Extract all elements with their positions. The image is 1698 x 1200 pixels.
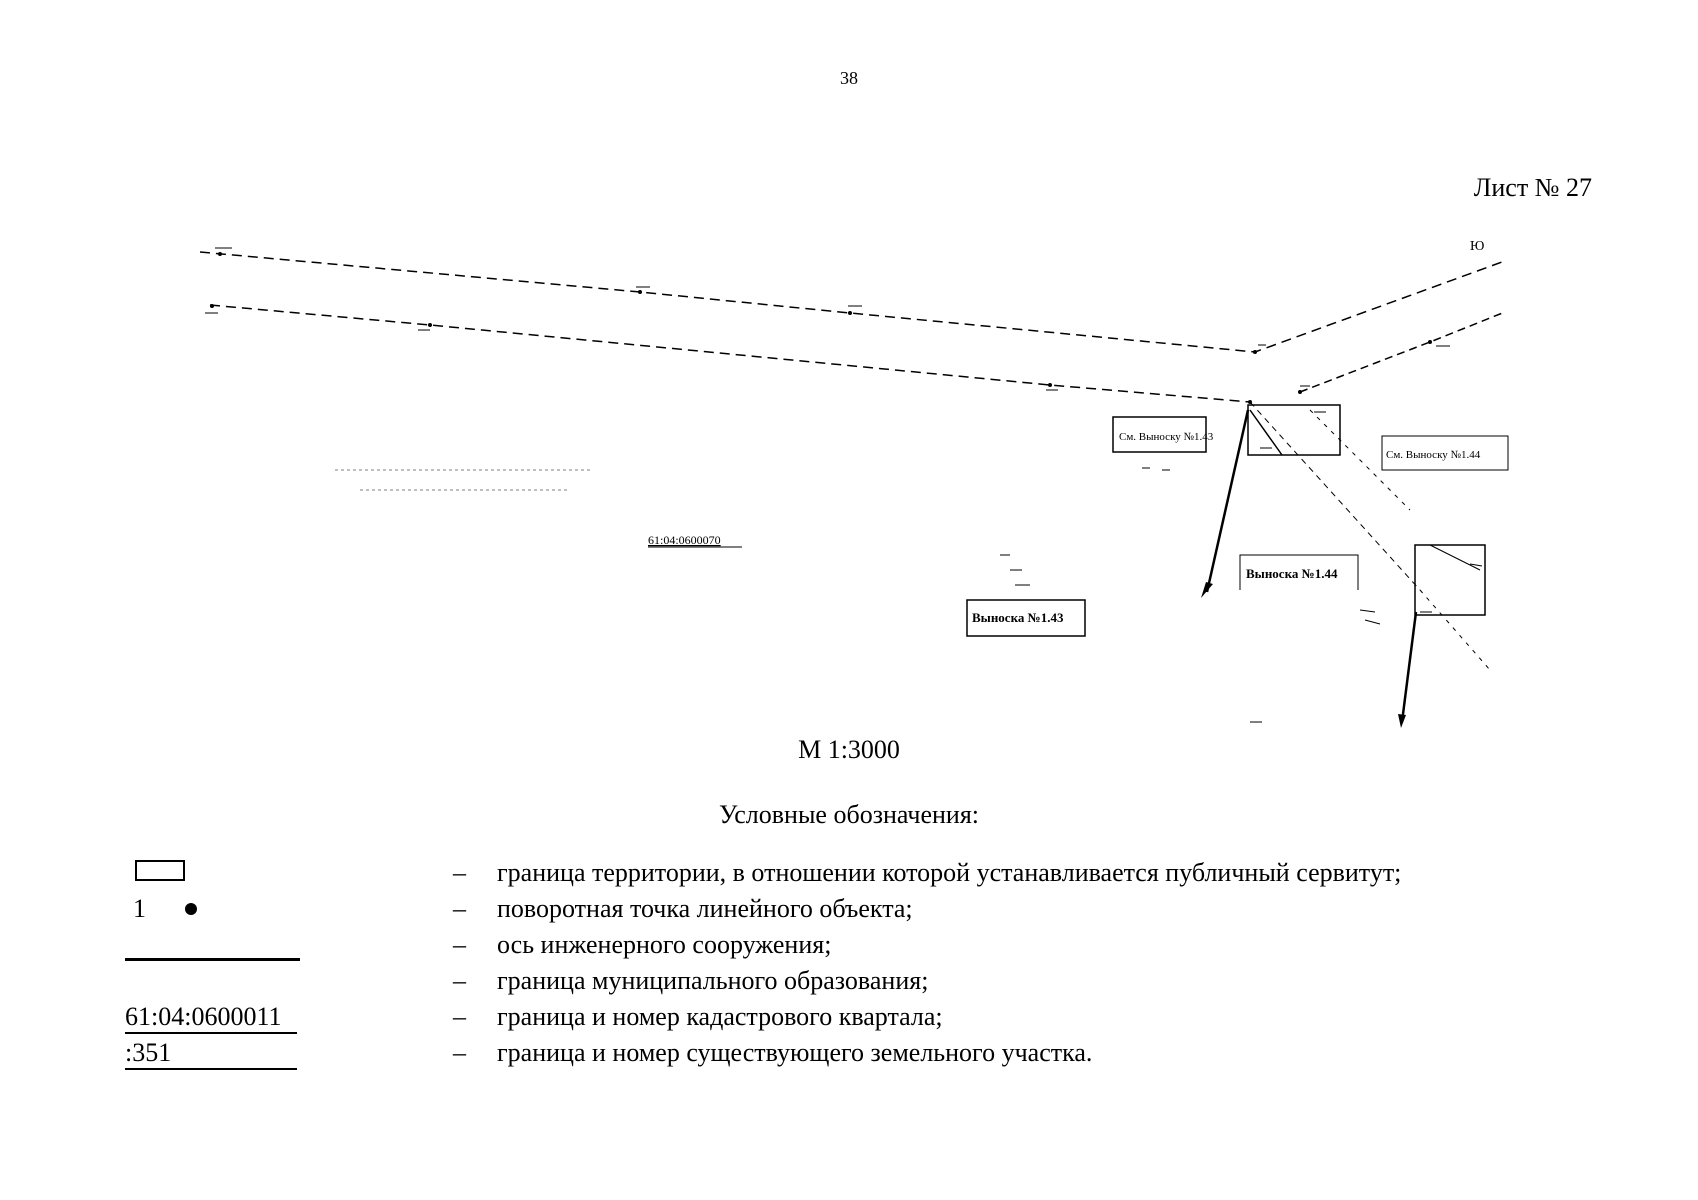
faint-marks bbox=[205, 247, 1483, 723]
diagonal-axis-1 bbox=[1249, 401, 1421, 591]
legend-point-number: 1 bbox=[133, 894, 146, 923]
map-scale: М 1:3000 bbox=[798, 735, 900, 764]
lower-dashed-boundary bbox=[209, 304, 1251, 403]
legend-symbol-point: 1 bbox=[125, 894, 305, 930]
arrow-line-3 bbox=[1249, 409, 1283, 456]
legend-text: граница и номер кадастрового квартала; bbox=[497, 1002, 943, 1031]
legend-land-plot-label: :351 bbox=[125, 1038, 297, 1070]
legend-dash: – bbox=[453, 1002, 466, 1031]
legend-symbol-land-plot: :351 bbox=[125, 1038, 305, 1074]
servitude-area-2 bbox=[1414, 544, 1486, 616]
servitude-inner-line bbox=[1429, 544, 1481, 571]
turning-points bbox=[210, 252, 1432, 404]
legend-dash: – bbox=[453, 1038, 466, 1067]
diagonal-axis-2 bbox=[1309, 409, 1411, 511]
servitude-area-1 bbox=[1247, 404, 1341, 456]
arrow-head-2 bbox=[1398, 714, 1406, 728]
callout-box-43 bbox=[1112, 416, 1207, 453]
page-number: 38 bbox=[840, 68, 858, 88]
callout-box-vyn-43 bbox=[966, 599, 1086, 637]
legend-cadastral-label: 61:04:0600011 bbox=[125, 1002, 297, 1034]
turning-point bbox=[1428, 340, 1432, 344]
arrow-head-1 bbox=[1201, 582, 1213, 598]
legend-text: граница муниципального образования; bbox=[497, 966, 929, 995]
legend-dash: – bbox=[453, 930, 466, 959]
turning-point bbox=[210, 304, 214, 308]
faint-text-lines bbox=[335, 469, 590, 491]
legend-text: поворотная точка линейного объекта; bbox=[497, 894, 913, 923]
legend-text: ось инженерного сооружения; bbox=[497, 930, 832, 959]
legend-item: – граница муниципального образования; bbox=[0, 958, 1698, 1002]
legend-text: граница и номер существующего земельного… bbox=[497, 1038, 1093, 1067]
arrow-line-1 bbox=[1205, 409, 1250, 593]
callout-box-44 bbox=[1381, 435, 1509, 471]
upper-dashed-boundary bbox=[199, 251, 1503, 353]
cadastral-quarter-label: 61:04:0600070 bbox=[648, 533, 721, 547]
turning-point bbox=[218, 252, 222, 256]
legend-item: – граница территории, в отношении которо… bbox=[0, 858, 1698, 894]
legend-dash: – bbox=[453, 858, 466, 887]
arrow-line-2 bbox=[1400, 611, 1418, 723]
legend-item: 61:04:0600011 – граница и номер кадастро… bbox=[0, 1002, 1698, 1038]
legend-title: Условные обозначения: bbox=[718, 800, 980, 829]
point-icon bbox=[185, 903, 197, 915]
turning-point bbox=[428, 323, 432, 327]
legend-item: 1 – поворотная точка линейного объекта; bbox=[0, 894, 1698, 930]
legend-item: :351 – граница и номер существующего зем… bbox=[0, 1038, 1698, 1074]
callout-see-43: См. Выноску №1.43 bbox=[1119, 431, 1214, 443]
callout-see-44: См. Выноску №1.44 bbox=[1386, 449, 1481, 461]
callout-frame-vyn-44 bbox=[1239, 554, 1359, 590]
diagonal-axis-3 bbox=[1419, 589, 1491, 671]
turning-point bbox=[1248, 400, 1252, 404]
map-drawing: См. Выноску №1.43 См. Выноску №1.44 Выно… bbox=[199, 239, 1509, 728]
callout-vynoska-43: Выноска №1.43 bbox=[972, 610, 1064, 625]
faint-mark bbox=[1359, 609, 1376, 613]
turning-point bbox=[848, 311, 852, 315]
legend-symbol-rectangle bbox=[125, 858, 305, 894]
legend-symbol-cadastral-quarter: 61:04:0600011 bbox=[125, 1002, 305, 1038]
legend-text: граница территории, в отношении которой … bbox=[497, 858, 1402, 887]
legend-symbol-thick-line bbox=[125, 958, 305, 1002]
legend-dash: – bbox=[453, 966, 466, 995]
legend-dash: – bbox=[453, 894, 466, 923]
turning-point bbox=[1048, 383, 1052, 387]
sheet-title: Лист № 27 bbox=[1473, 173, 1592, 202]
turning-point bbox=[1253, 350, 1257, 354]
callout-vynoska-44: Выноска №1.44 bbox=[1246, 566, 1338, 581]
right-dashed-branch bbox=[1299, 311, 1506, 393]
legend-item: – ось инженерного сооружения; bbox=[0, 930, 1698, 966]
faint-mark bbox=[1364, 619, 1381, 625]
turning-point bbox=[1298, 390, 1302, 394]
corner-label: Ю bbox=[1470, 239, 1484, 254]
turning-point bbox=[638, 290, 642, 294]
faint-mark bbox=[1469, 563, 1483, 567]
